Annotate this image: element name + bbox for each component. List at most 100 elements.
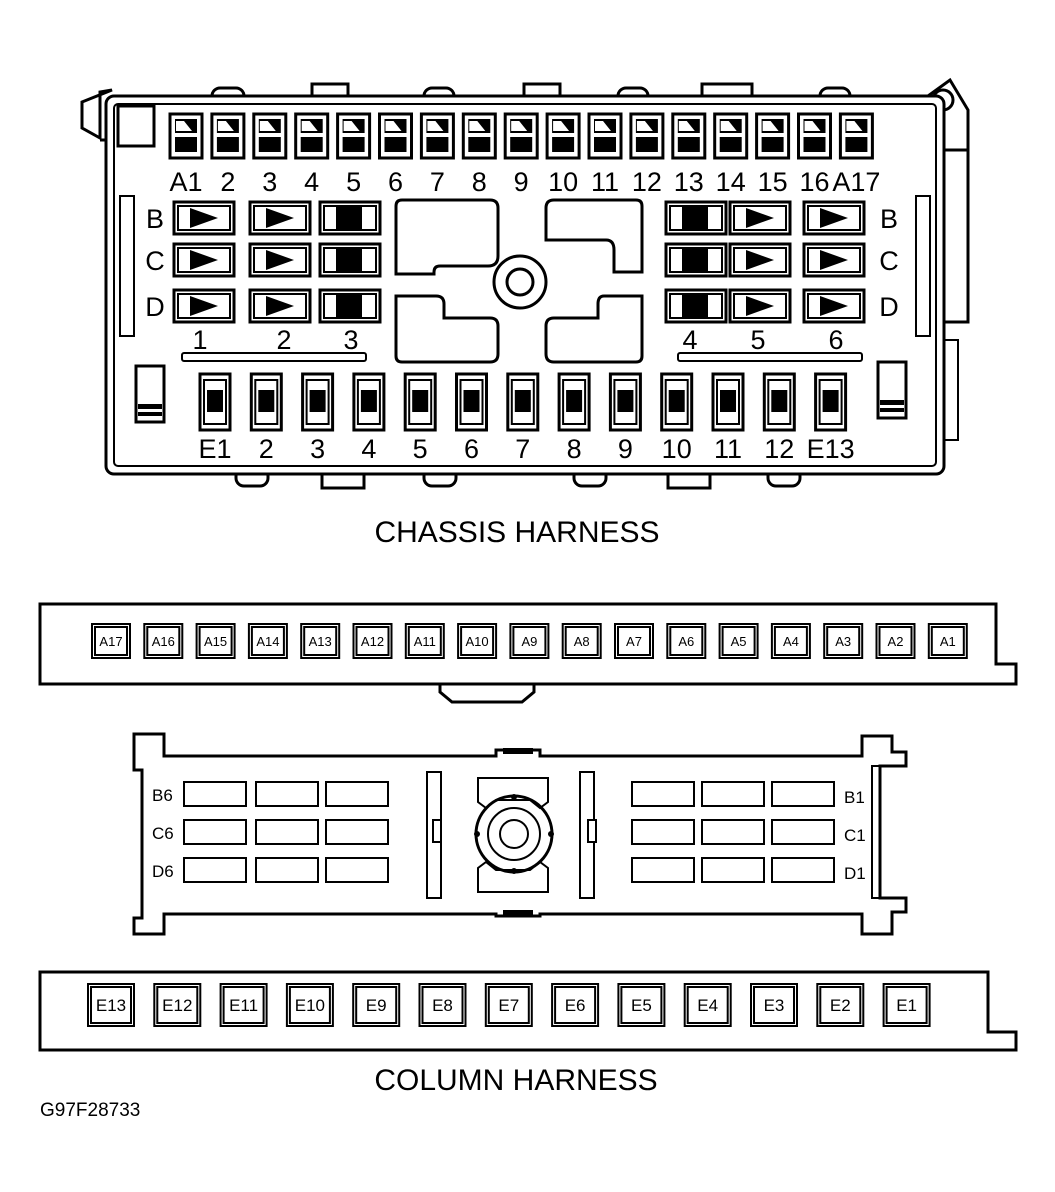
chassis-terminal-e9 (608, 372, 642, 432)
column-terminal-e12: E12 (153, 983, 202, 1027)
column-terminal-label: A13 (309, 634, 332, 649)
chassis-terminal-b6 (802, 200, 866, 236)
column-terminal-a6: A6 (666, 623, 707, 659)
column-bcd-terminal (183, 819, 247, 845)
chassis-terminal-d2 (248, 288, 312, 324)
chassis-terminal-a9 (503, 112, 539, 160)
column-terminal-label: E10 (295, 996, 325, 1015)
chassis-a-label: 8 (472, 167, 487, 197)
chassis-e-label: 2 (259, 434, 274, 464)
chassis-terminal-e13 (814, 372, 848, 432)
column-bcd-terminal (255, 819, 319, 845)
column-terminal-label: A17 (99, 634, 122, 649)
chassis-terminal-d5 (728, 288, 792, 324)
chassis-a-label: 3 (262, 167, 277, 197)
chassis-e-label: 7 (515, 434, 530, 464)
column-terminal-label: E11 (229, 996, 258, 1015)
chassis-terminal-b5 (728, 200, 792, 236)
chassis-terminal-a14 (713, 112, 749, 160)
chassis-terminal-a15 (755, 112, 791, 160)
chassis-terminal-d3 (318, 288, 382, 324)
chassis-row-label-left: C (145, 246, 165, 276)
column-terminal-a3: A3 (823, 623, 864, 659)
chassis-terminal-e8 (557, 372, 591, 432)
chassis-row-label-right: D (879, 292, 899, 322)
chassis-a-label: 7 (430, 167, 445, 197)
chassis-e-label: 10 (662, 434, 692, 464)
chassis-terminal-a7 (419, 112, 455, 160)
column-row-label-right: C1 (844, 826, 866, 845)
column-terminal-label: E13 (96, 996, 126, 1015)
column-terminal-e2: E2 (816, 983, 865, 1027)
chassis-terminal-a11 (587, 112, 623, 160)
chassis-terminal-b4 (664, 200, 728, 236)
column-terminal-label: A15 (204, 634, 227, 649)
chassis-terminal-e2 (249, 372, 283, 432)
column-terminal-label: A6 (678, 634, 694, 649)
chassis-col-label-left: 3 (343, 325, 358, 355)
column-terminal-label: A11 (414, 634, 436, 649)
chassis-terminal-a10 (545, 112, 581, 160)
chassis-terminal-c3 (318, 242, 382, 278)
chassis-a-label: 13 (674, 167, 704, 197)
column-terminal-e6: E6 (551, 983, 600, 1027)
column-terminal-a17: A17 (91, 623, 131, 659)
column-bcd-terminal (325, 857, 389, 883)
chassis-a-label: 10 (548, 167, 578, 197)
column-terminal-label: A10 (466, 634, 489, 649)
chassis-terminal-a5 (336, 112, 372, 160)
chassis-a-label: 15 (758, 167, 788, 197)
chassis-a-label: A17 (832, 167, 880, 197)
chassis-a-label: 11 (591, 167, 619, 197)
column-bcd-terminal (255, 857, 319, 883)
column-terminal-label: E6 (565, 996, 586, 1015)
column-terminal-label: A14 (256, 634, 279, 649)
column-terminal-a4: A4 (770, 623, 811, 659)
column-terminal-label: E7 (498, 996, 519, 1015)
chassis-row-label-right: C (879, 246, 899, 276)
chassis-row-label-left: B (146, 204, 164, 234)
column-bcd-terminal (701, 857, 765, 883)
chassis-e-label: E1 (198, 434, 231, 464)
figure-code: G97F28733 (40, 1100, 140, 1121)
column-row-label-left: B6 (152, 786, 173, 805)
chassis-terminal-d4 (664, 288, 728, 324)
chassis-terminal-a17 (838, 112, 874, 160)
column-row-label-right: B1 (844, 788, 865, 807)
column-bcd-terminal (631, 857, 695, 883)
chassis-e-label: 3 (310, 434, 325, 464)
column-terminal-label: A12 (361, 634, 384, 649)
column-terminal-a9: A9 (509, 623, 550, 659)
column-terminal-label: A7 (626, 634, 642, 649)
column-terminal-a13: A13 (300, 623, 341, 659)
column-terminal-e7: E7 (484, 983, 533, 1027)
column-terminal-e5: E5 (617, 983, 666, 1027)
column-terminal-label: E12 (162, 996, 192, 1015)
column-bcd-terminal (701, 781, 765, 807)
column-bcd-terminal (325, 781, 389, 807)
chassis-terminal-e5 (403, 372, 437, 432)
column-terminal-e9: E9 (352, 983, 401, 1027)
chassis-col-label-left: 1 (192, 325, 207, 355)
column-terminal-label: A4 (783, 634, 799, 649)
column-terminal-e10: E10 (285, 983, 334, 1027)
chassis-e-label: 5 (413, 434, 428, 464)
chassis-col-label-right: 5 (750, 325, 765, 355)
column-terminal-a10: A10 (457, 623, 498, 659)
chassis-terminal-b3 (318, 200, 382, 236)
column-terminal-a8: A8 (561, 623, 602, 659)
column-row-label-left: D6 (152, 862, 174, 881)
column-terminal-label: A16 (152, 634, 175, 649)
column-terminal-label: E4 (697, 996, 718, 1015)
chassis-terminal-a13 (671, 112, 707, 160)
chassis-terminal-b1 (172, 200, 236, 236)
column-terminal-label: A3 (835, 634, 851, 649)
chassis-row-label-left: D (145, 292, 165, 322)
column-bcd-terminal (771, 781, 835, 807)
chassis-a-label: 5 (346, 167, 361, 197)
column-terminal-e13: E13 (87, 983, 135, 1027)
